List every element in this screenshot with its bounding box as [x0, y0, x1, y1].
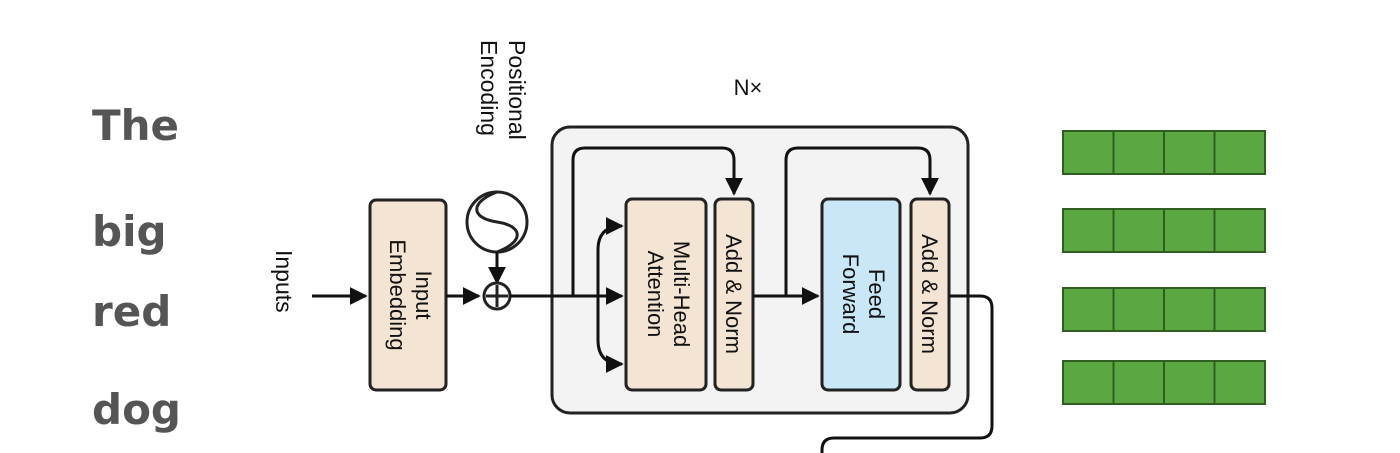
- svg-text:Feed: Feed: [864, 269, 889, 319]
- encoder-layer-container: [550, 125, 970, 415]
- output-vector: [1062, 130, 1266, 175]
- vector-cell: [1163, 287, 1216, 332]
- svg-text:Encoding: Encoding: [476, 40, 502, 136]
- residual-connection-1: [571, 146, 743, 296]
- multi-head-attention-label: Multi-Head Attention: [643, 241, 694, 347]
- sinusoid-icon: [465, 190, 529, 254]
- vector-cell: [1213, 360, 1266, 405]
- word-the: The: [92, 101, 179, 150]
- add-circle-icon: [482, 281, 512, 311]
- vector-cell: [1163, 360, 1216, 405]
- nx-label: N×: [734, 75, 763, 100]
- multi-head-attention-box: [624, 197, 708, 392]
- vector-cell: [1062, 287, 1115, 332]
- output-vector: [1062, 287, 1266, 332]
- input-words: The big red dog: [92, 101, 181, 434]
- word-dog: dog: [92, 385, 181, 434]
- vector-cell: [1213, 208, 1266, 253]
- feed-forward-label: Feed Forward: [838, 254, 889, 335]
- vector-cell: [1213, 130, 1266, 175]
- svg-text:Multi-Head: Multi-Head: [669, 241, 694, 347]
- vector-cell: [1163, 208, 1216, 253]
- residual-connection-2: [784, 146, 939, 296]
- encoder-output-line: [820, 294, 994, 453]
- feed-forward-box: [820, 197, 902, 392]
- vector-cell: [1163, 130, 1216, 175]
- word-red: red: [92, 287, 171, 336]
- add-norm-label-1: Add & Norm: [721, 234, 746, 354]
- input-embedding-block: Input Embedding: [368, 198, 448, 392]
- svg-text:Embedding: Embedding: [385, 239, 410, 350]
- svg-text:Input: Input: [411, 271, 436, 320]
- svg-text:Attention: Attention: [643, 251, 668, 338]
- output-vectors: [1062, 130, 1266, 405]
- output-vector: [1062, 208, 1266, 253]
- vector-cell: [1112, 360, 1165, 405]
- multi-head-attention-block: Multi-Head Attention: [624, 197, 708, 392]
- vector-cell: [1112, 287, 1165, 332]
- add-norm-label-2: Add & Norm: [917, 234, 942, 354]
- vector-cell: [1062, 208, 1115, 253]
- input-embedding-label: Input Embedding: [385, 239, 436, 350]
- add-norm-block-1: Add & Norm: [713, 197, 755, 392]
- word-big: big: [92, 207, 167, 256]
- inputs-label: Inputs: [271, 250, 297, 313]
- positional-encoding-label: Positional Encoding: [476, 40, 530, 140]
- svg-text:Forward: Forward: [838, 254, 863, 335]
- feed-forward-block: Feed Forward: [820, 197, 902, 392]
- svg-text:Positional: Positional: [504, 40, 530, 140]
- vector-cell: [1112, 208, 1165, 253]
- vector-cell: [1213, 287, 1266, 332]
- add-norm-block-2: Add & Norm: [909, 197, 951, 392]
- vector-cell: [1062, 130, 1115, 175]
- vector-cell: [1112, 130, 1165, 175]
- vector-cell: [1062, 360, 1115, 405]
- output-vector: [1062, 360, 1266, 405]
